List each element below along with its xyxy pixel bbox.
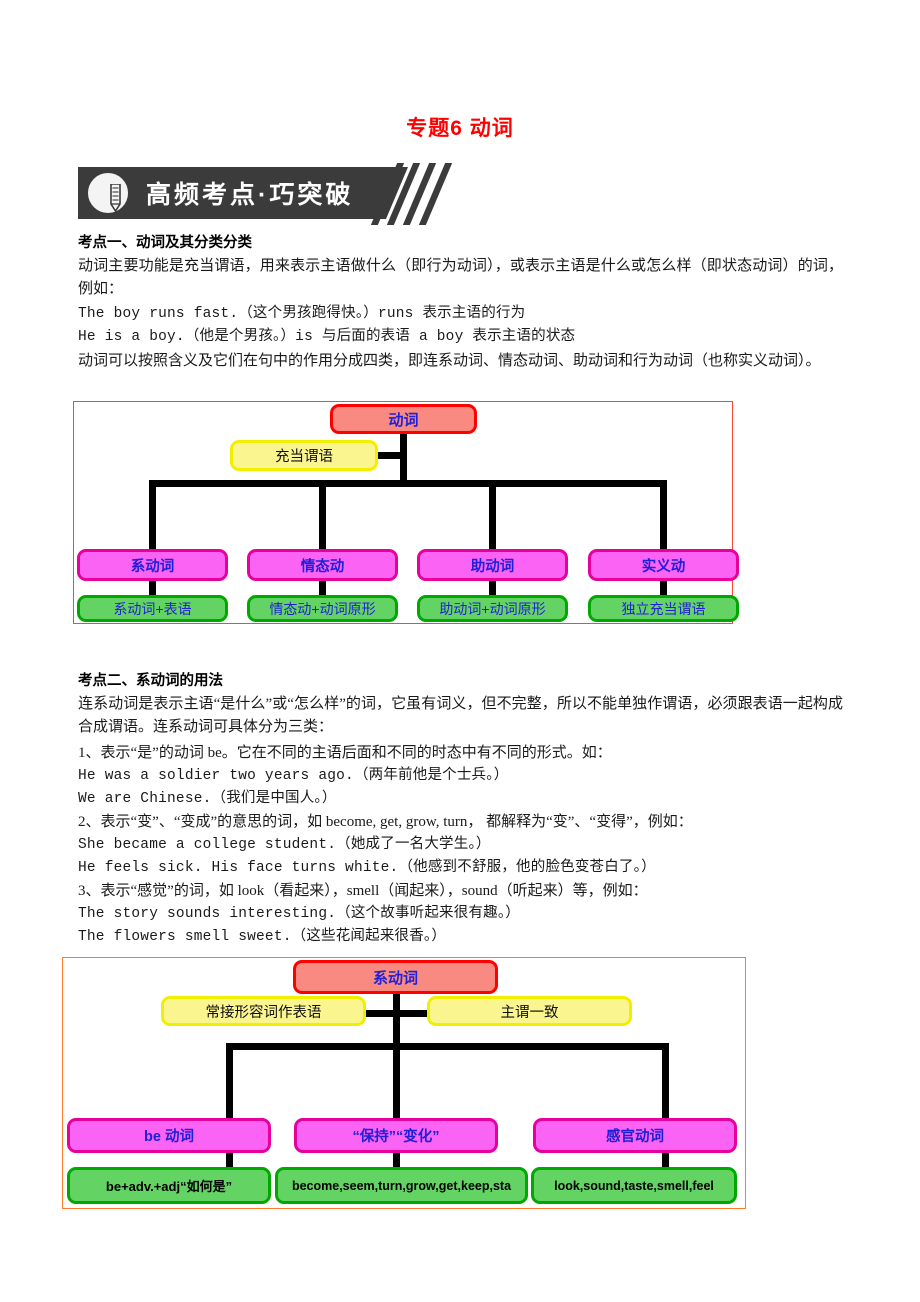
linking-verb-diagram: 系动词 常接形容词作表语 主谓一致 be 动词 “保持”“变化” 感官动词 be… [62,957,746,1209]
connector-branch-1 [149,480,156,549]
section-2-item-3: We are Chinese.（我们是中国人。） [78,788,843,811]
section-2-heading: 考点二、系动词的用法 [78,673,223,689]
verb-classification-diagram: 动词 充当谓语 系动词 情态动 助动词 实义动 系动词+表语 情态动+动词原形 … [73,401,739,624]
connector-root-vertical [393,990,400,1048]
diagram-1-detail-node-3: 助动词+动词原形 [417,595,568,622]
section-2-intro: 连系动词是表示主语“是什么”或“怎么样”的词，它虽有词义，但不完整，所以不能单独… [78,693,843,739]
connector-branch-1 [226,1043,233,1118]
banner-label: 高频考点·巧突破 [146,181,354,209]
section-2-item-9: The flowers smell sweet.（这些花闻起来很香。） [78,926,843,949]
connector-branch-2 [319,480,326,549]
connector-detail-4 [660,580,667,596]
connector-annotation [377,452,401,459]
connector-root-vertical [400,431,407,486]
list-item: He was a soldier two years ago.（两年前他是个士兵… [78,768,509,784]
diagram-2-branch-node-2: “保持”“变化” [294,1118,498,1153]
section-2-item-2: He was a soldier two years ago.（两年前他是个士兵… [78,765,843,788]
diagram-2-branch-node-1: be 动词 [67,1118,271,1153]
connector-detail-2 [319,580,326,596]
section-1-example-1: The boy runs fast.（这个男孩跑得快。）runs 表示主语的行为 [78,303,843,326]
section-1-closing-text: 动词可以按照含义及它们在句中的作用分成四类，即连系动词、情态动词、助动词和行为动… [78,353,821,369]
diagram-1-branch-node-1: 系动词 [77,549,228,581]
list-item: 2、表示“变”、“变成”的意思的词，如 become, get, grow, t… [78,814,693,830]
section-1-example-2: He is a boy.（他是个男孩。）is 与后面的表语 a boy 表示主语… [78,326,843,349]
connector-annotation-right [399,1010,429,1017]
diagram-2-branch-node-3: 感官动词 [533,1118,737,1153]
diagram-1-branch-node-4: 实义动 [588,549,739,581]
section-2-item-8: The story sounds interesting.（这个故事听起来很有趣… [78,903,843,926]
connector-branch-4 [660,480,667,549]
section-2-paragraph: 连系动词是表示主语“是什么”或“怎么样”的词，它虽有词义，但不完整，所以不能单独… [78,696,843,736]
section-2-item-6: He feels sick. His face turns white.（他感到… [78,857,843,880]
diagram-1-detail-node-2: 情态动+动词原形 [247,595,398,622]
diagram-1-annotation-node: 充当谓语 [230,440,378,471]
connector-detail-1 [226,1150,233,1167]
section-1-intro: 动词主要功能是充当谓语，用来表示主语做什么（即行为动词），或表示主语是什么或怎么… [78,255,843,301]
list-item: The flowers smell sweet.（这些花闻起来很香。） [78,929,447,945]
banner-stripes [370,163,453,225]
diagram-2-annotation-node-2: 主谓一致 [427,996,632,1026]
connector-detail-2 [393,1150,400,1167]
list-item: 3、表示“感觉”的词，如 look（看起来），smell（闻起来），sound（… [78,883,648,899]
connector-detail-3 [662,1150,669,1167]
list-item: He feels sick. His face turns white.（他感到… [78,860,656,876]
diagram-1-branch-node-2: 情态动 [247,549,398,581]
example-line: The boy runs fast.（这个男孩跑得快。）runs 表示主语的行为 [78,306,526,322]
section-2-item-5: She became a college student.（她成了一名大学生。） [78,834,843,857]
section-1-paragraph: 动词主要功能是充当谓语，用来表示主语做什么（即行为动词），或表示主语是什么或怎么… [78,258,843,298]
connector-branch-bar [226,1043,669,1050]
list-item: We are Chinese.（我们是中国人。） [78,791,337,807]
diagram-2-annotation-node-1: 常接形容词作表语 [161,996,366,1026]
section-2-item-1: 1、表示“是”的动词 be。它在不同的主语后面和不同的时态中有不同的形式。如： [78,742,843,765]
diagram-1-detail-node-4: 独立充当谓语 [588,595,739,622]
pencil-icon [110,184,121,212]
example-line: He is a boy.（他是个男孩。）is 与后面的表语 a boy 表示主语… [78,329,576,345]
connector-branch-3 [662,1043,669,1118]
section-1-heading: 考点一、动词及其分类分类 [78,235,252,251]
banner-background [78,167,408,219]
section-2-item-7: 3、表示“感觉”的词，如 look（看起来），smell（闻起来），sound（… [78,880,843,903]
list-item: 1、表示“是”的动词 be。它在不同的主语后面和不同的时态中有不同的形式。如： [78,745,612,761]
section-1-heading-block: 考点一、动词及其分类分类 [78,232,843,254]
connector-detail-1 [149,580,156,596]
page-title: 专题6 动词 [406,117,514,140]
diagram-2-detail-node-2: become,seem,turn,grow,get,keep,sta [275,1167,528,1204]
section-2-heading-block: 考点二、系动词的用法 [78,670,843,692]
diagram-1-branch-node-3: 助动词 [417,549,568,581]
connector-branch-3 [489,480,496,549]
connector-detail-3 [489,580,496,596]
connector-annotation-left [364,1010,394,1017]
diagram-1-detail-node-1: 系动词+表语 [77,595,228,622]
section-2-item-4: 2、表示“变”、“变成”的意思的词，如 become, get, grow, t… [78,811,843,834]
section-banner: 高频考点·巧突破 [78,163,453,225]
diagram-1-root-node: 动词 [330,404,477,434]
banner-icon-circle [86,171,130,215]
connector-branch-2 [393,1043,400,1118]
diagram-2-detail-node-3: look,sound,taste,smell,feel [531,1167,737,1204]
list-item: The story sounds interesting.（这个故事听起来很有趣… [78,906,520,922]
diagram-2-detail-node-1: be+adv.+adj“如何是” [67,1167,271,1204]
section-1-closing: 动词可以按照含义及它们在句中的作用分成四类，即连系动词、情态动词、助动词和行为动… [78,350,843,373]
list-item: She became a college student.（她成了一名大学生。） [78,837,491,853]
diagram-2-root-node: 系动词 [293,960,498,994]
connector-branch-bar [149,480,667,487]
